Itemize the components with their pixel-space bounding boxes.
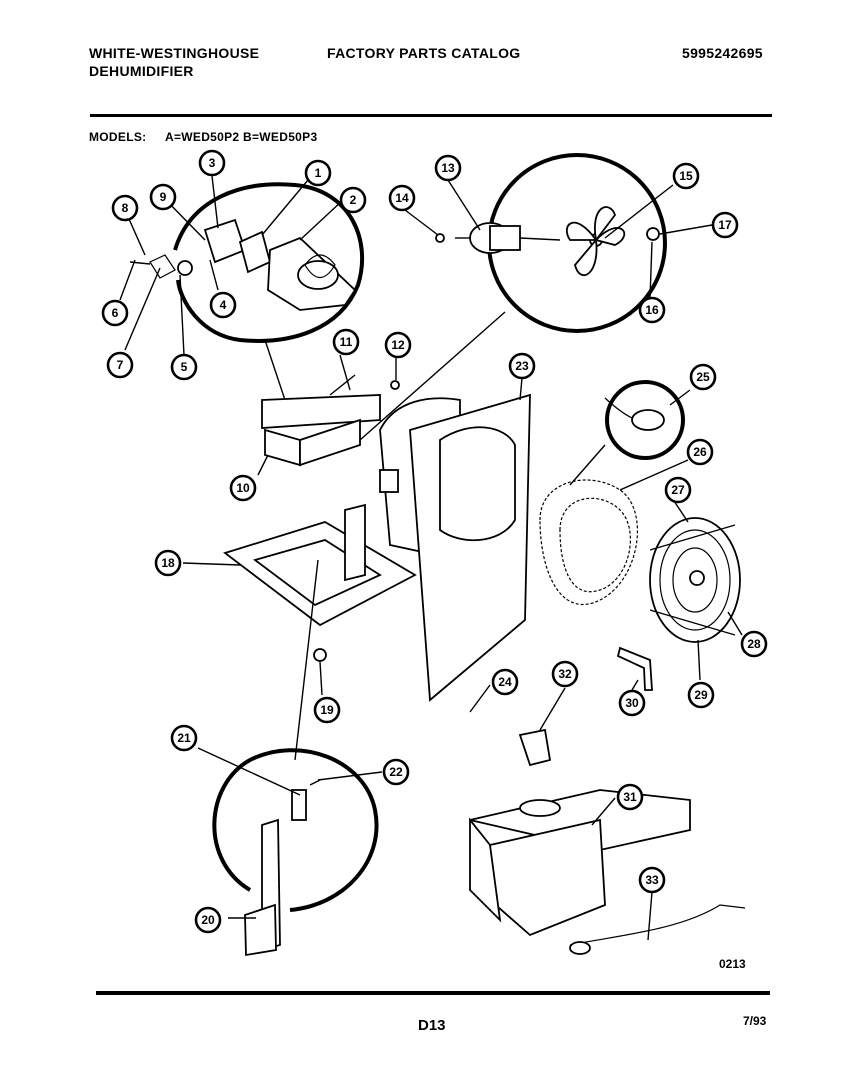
callout-17-label: 17	[718, 218, 732, 232]
callout-8: 8	[111, 194, 139, 222]
coil-assembly	[539, 444, 639, 606]
models-label: MODELS:	[89, 130, 147, 144]
callout-18-label: 18	[161, 556, 175, 570]
callout-20-label: 20	[201, 913, 215, 927]
callout-9-label: 9	[160, 190, 167, 204]
callout-7-label: 7	[117, 358, 124, 372]
callout-19: 19	[313, 696, 341, 724]
callout-31-label: 31	[623, 790, 637, 804]
callout-9: 9	[149, 183, 177, 211]
detail-ring-controls	[129, 182, 364, 343]
callout-4-label: 4	[220, 298, 227, 312]
callout-6: 6	[101, 299, 129, 327]
callout-30-label: 30	[625, 696, 639, 710]
water-bucket	[469, 728, 746, 955]
callout-22: 22	[382, 758, 410, 786]
callout-30: 30	[618, 689, 646, 717]
callout-6-label: 6	[112, 306, 119, 320]
callout-2: 2	[339, 186, 367, 214]
callout-19-label: 19	[320, 703, 334, 717]
callout-28-label: 28	[747, 637, 761, 651]
diagram-code: 0213	[719, 957, 746, 971]
callout-32: 32	[551, 660, 579, 688]
callout-1: 1	[304, 159, 332, 187]
callout-3: 3	[198, 149, 226, 177]
callout-14-label: 14	[395, 191, 409, 205]
callout-22-label: 22	[389, 765, 403, 779]
callout-31: 31	[616, 783, 644, 811]
callout-32-label: 32	[558, 667, 572, 681]
callout-16: 16	[638, 296, 666, 324]
callout-26: 26	[686, 438, 714, 466]
footer-rule	[96, 991, 770, 995]
brand-name: WHITE-WESTINGHOUSE	[89, 45, 260, 61]
callout-11-label: 11	[340, 335, 353, 349]
mounting-bracket	[261, 339, 400, 467]
callout-13-label: 13	[441, 161, 455, 175]
catalog-number: 5995242695	[682, 45, 763, 61]
callout-26-label: 26	[693, 445, 707, 459]
base-pan	[223, 503, 417, 761]
callout-5: 5	[170, 353, 198, 381]
callout-12: 12	[384, 331, 412, 359]
detail-ring-thermostat	[604, 380, 685, 460]
callout-1-label: 1	[315, 166, 322, 180]
callout-33: 33	[638, 866, 666, 894]
callout-8-label: 8	[122, 201, 129, 215]
callout-25: 25	[689, 363, 717, 391]
revision-date: 7/93	[743, 1014, 767, 1028]
leader-lines	[119, 175, 743, 941]
callout-10: 10	[229, 474, 257, 502]
callout-18: 18	[154, 549, 182, 577]
callout-24: 24	[491, 668, 519, 696]
callout-23-label: 23	[515, 359, 529, 373]
callout-15-label: 15	[679, 169, 693, 183]
callout-4: 4	[209, 291, 237, 319]
callout-29: 29	[687, 681, 715, 709]
callout-27-label: 27	[671, 483, 685, 497]
callout-7: 7	[106, 351, 134, 379]
fan-shroud	[616, 517, 741, 691]
callout-14: 14	[388, 184, 416, 212]
callout-5-label: 5	[181, 360, 188, 374]
callout-12-label: 12	[391, 338, 405, 352]
product-name: DEHUMIDIFIER	[89, 63, 194, 79]
detail-ring-humidistat	[212, 748, 379, 957]
callout-21: 21	[170, 724, 198, 752]
callout-15: 15	[672, 162, 700, 190]
callout-27: 27	[664, 476, 692, 504]
catalog-title: FACTORY PARTS CATALOG	[327, 45, 521, 61]
detail-ring-fan	[359, 153, 667, 441]
callout-24-label: 24	[498, 675, 512, 689]
callout-21-label: 21	[177, 731, 191, 745]
callout-29-label: 29	[694, 688, 708, 702]
callout-23: 23	[508, 352, 536, 380]
models-list: A=WED50P2 B=WED50P3	[165, 130, 318, 144]
callout-2-label: 2	[350, 193, 357, 207]
callout-10-label: 10	[236, 481, 250, 495]
callout-11: 11	[332, 328, 360, 356]
callout-16-label: 16	[645, 303, 659, 317]
callout-28: 28	[740, 630, 768, 658]
callout-17: 17	[711, 211, 739, 239]
cabinet-housing	[379, 393, 531, 702]
header-rule	[90, 114, 772, 117]
callout-33-label: 33	[645, 873, 659, 887]
callout-20: 20	[194, 906, 222, 934]
callout-3-label: 3	[209, 156, 216, 170]
callout-13: 13	[434, 154, 462, 182]
callout-25-label: 25	[696, 370, 710, 384]
page-number: D13	[418, 1017, 446, 1034]
